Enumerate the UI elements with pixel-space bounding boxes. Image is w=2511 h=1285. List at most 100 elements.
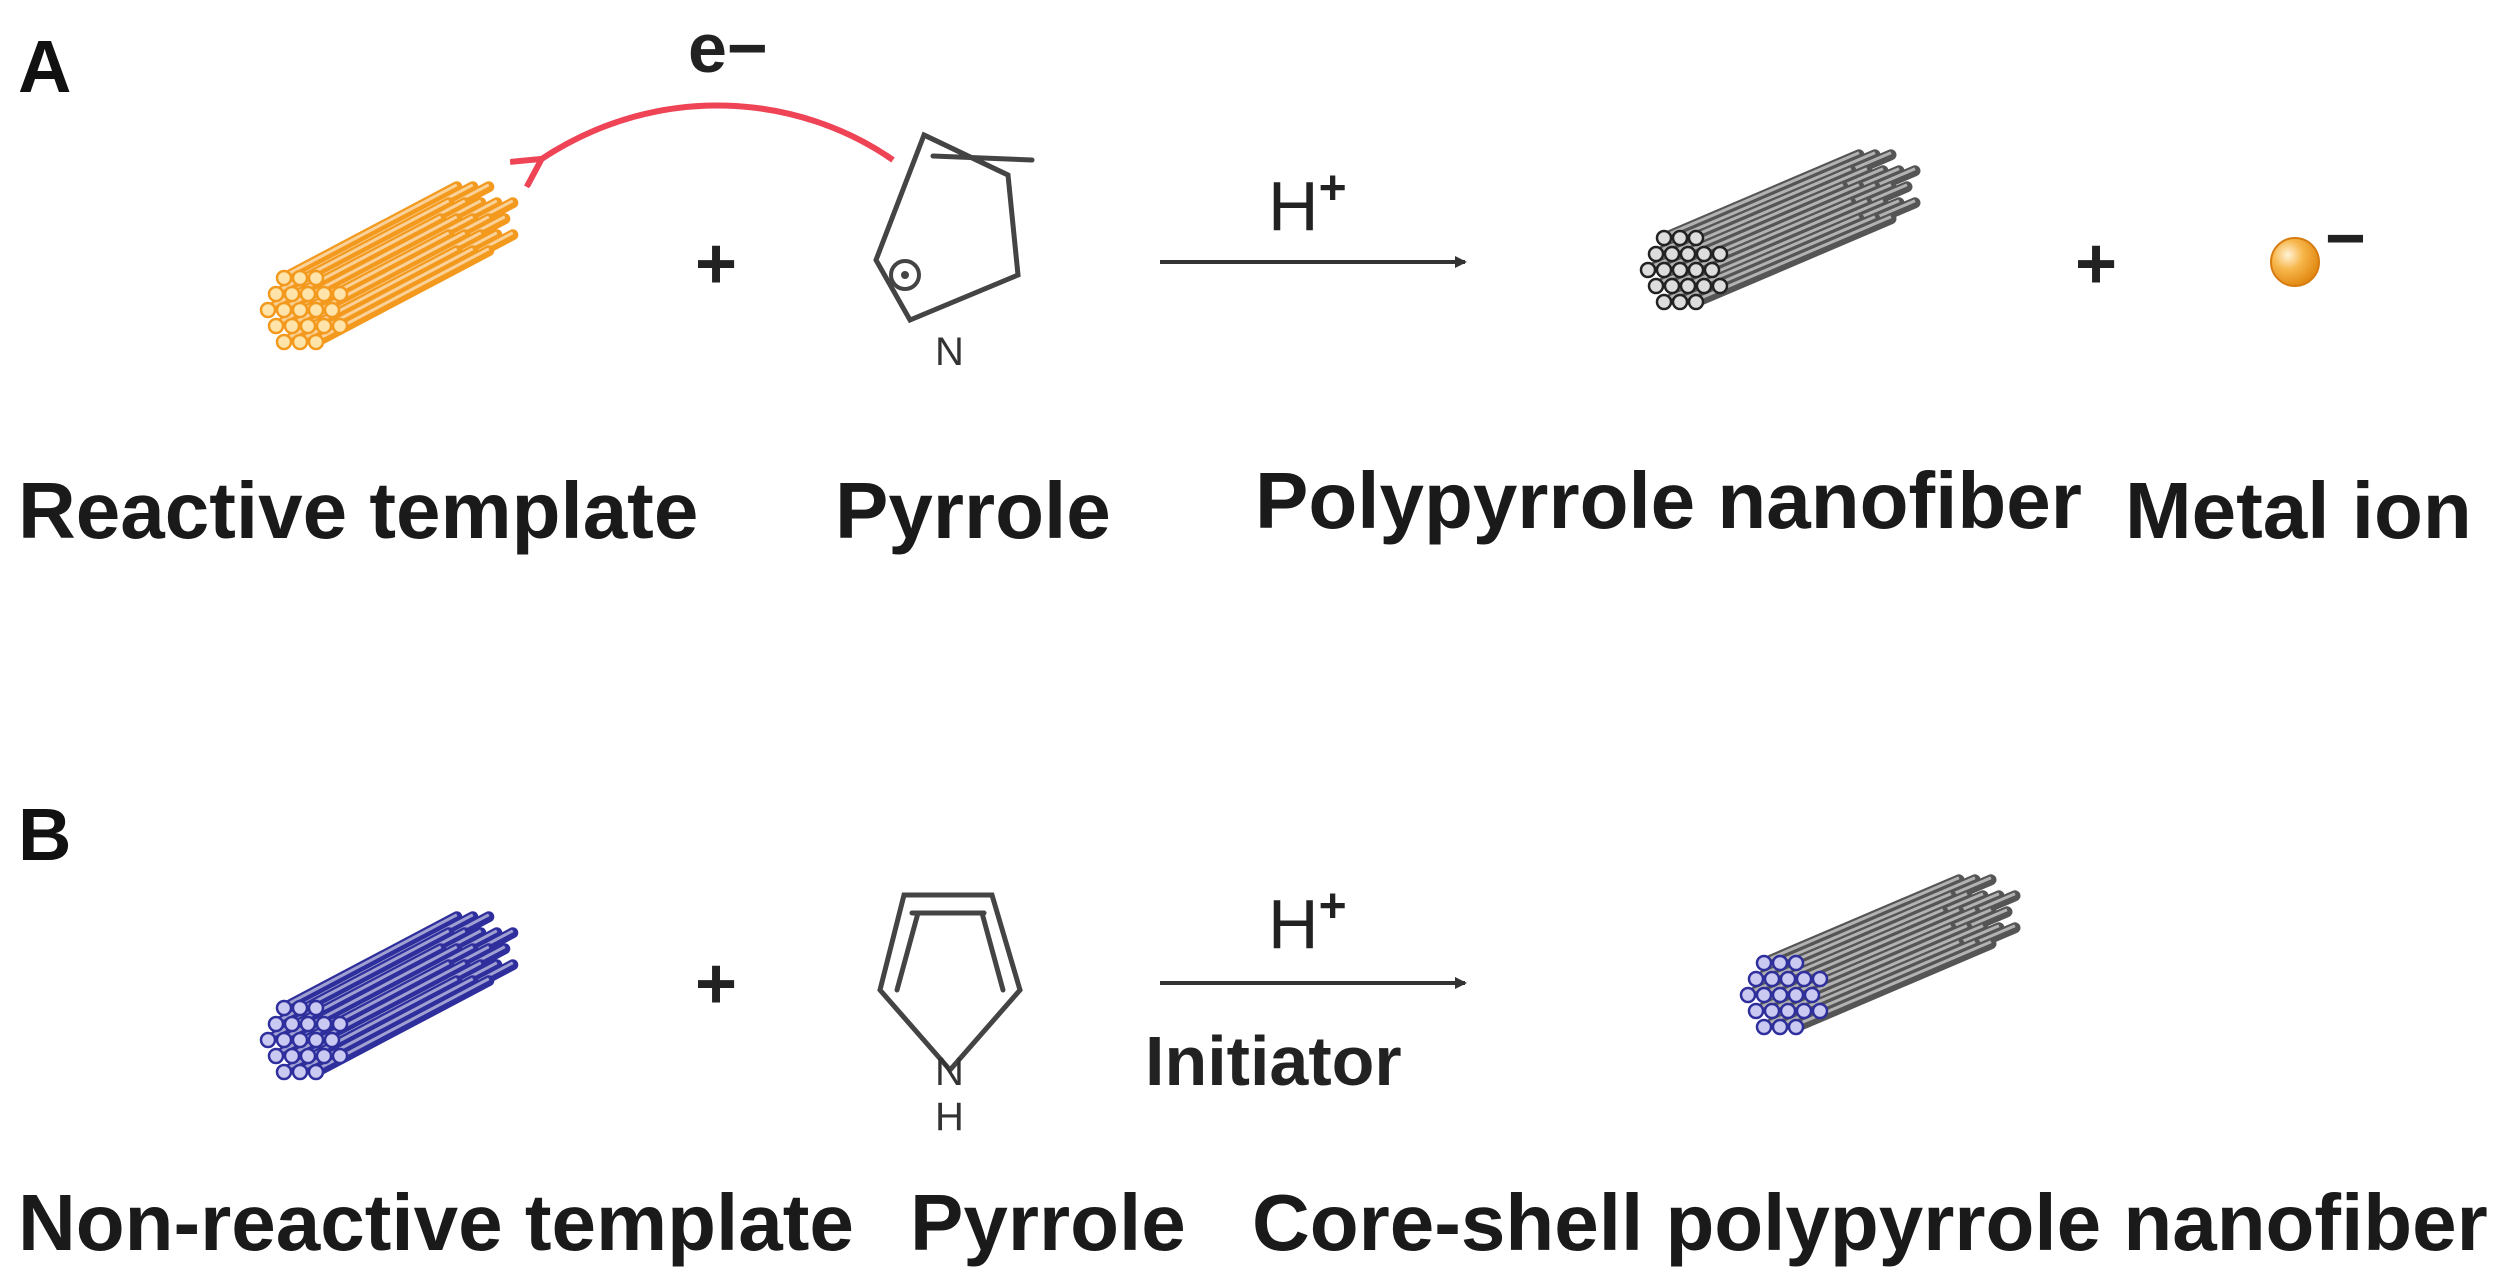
fiber-rod-highlight <box>1687 199 1884 286</box>
fiber-end-cap <box>331 1015 349 1033</box>
fiber-end-cap <box>299 285 317 303</box>
label-metal-ion: Metal ion <box>2125 466 2472 555</box>
fiber-rod-highlight <box>283 913 458 1008</box>
fiber-end-cap <box>283 317 301 335</box>
fiber-end-cap <box>1779 970 1797 988</box>
fiber-end-cap <box>1679 245 1697 263</box>
label-reactive-template: Reactive template <box>18 466 698 555</box>
polypyrrole-nanofiber-icon <box>1639 149 1921 311</box>
pyrrole-nitrogen-label: N <box>935 330 964 374</box>
fiber-end-cap <box>1771 1018 1789 1036</box>
fiber-rod-highlight <box>1771 892 1968 979</box>
fiber-end-cap <box>1811 1002 1829 1020</box>
fiber-end-cap <box>323 1031 341 1049</box>
fiber-rod-highlight <box>1679 151 1876 238</box>
fiber-end-cap <box>267 1015 285 1033</box>
fiber-end-cap <box>275 999 293 1017</box>
plus-sign-1: + <box>695 224 737 304</box>
acid-plus: + <box>1319 162 1347 215</box>
pyrrole-radical-cation-icon <box>873 131 1035 324</box>
fiber-end-cap <box>1671 293 1689 311</box>
fiber-end-cap <box>1787 954 1805 972</box>
fiber-end-cap <box>1663 277 1681 295</box>
fiber-rod-highlight <box>1795 940 1992 1027</box>
fiber-rod-highlight <box>1779 876 1976 963</box>
metal-ion-icon <box>2270 237 2320 287</box>
fiber-end-cap <box>283 1015 301 1033</box>
fiber-end-cap <box>1687 229 1705 247</box>
fiber-end-cap <box>1695 277 1713 295</box>
fiber-rod-highlight <box>1787 924 1984 1011</box>
metal-ion-charge: − <box>2325 199 2366 277</box>
fiber-end-cap <box>1739 986 1757 1004</box>
acid-condition-b: H+ <box>1268 880 1347 964</box>
fiber-rod <box>1758 874 1965 969</box>
fiber-end-cap <box>315 1047 333 1065</box>
fiber-end-cap <box>267 317 285 335</box>
plus-sign-2: + <box>2075 224 2117 304</box>
fiber-end-cap <box>1703 261 1721 279</box>
fiber-end-cap <box>283 1047 301 1065</box>
fiber-end-cap <box>1687 293 1705 311</box>
acid-h: H <box>1268 167 1319 245</box>
fiber-end-cap <box>331 285 349 303</box>
fiber-rod <box>1658 149 1865 244</box>
fiber-rod-highlight <box>1695 215 1892 302</box>
fiber-end-cap <box>1747 1002 1765 1020</box>
fiber-end-cap <box>331 317 349 335</box>
fiber-end-cap <box>1655 293 1673 311</box>
fiber-rod <box>1790 938 1997 1033</box>
fiber-end-cap <box>299 317 317 335</box>
fiber-end-cap <box>323 301 341 319</box>
fiber-end-cap <box>1755 986 1773 1004</box>
acid-plus-b: + <box>1319 880 1347 933</box>
fiber-end-cap <box>1647 277 1665 295</box>
fiber-rod <box>1690 213 1897 308</box>
label-pyrrole-a: Pyrrole <box>835 466 1111 555</box>
fiber-end-cap <box>267 285 285 303</box>
fiber-end-cap <box>291 999 309 1017</box>
fiber-end-cap <box>1747 970 1765 988</box>
fiber-end-cap <box>307 269 325 287</box>
panel-b-letter: B <box>18 793 71 876</box>
fiber-end-cap <box>1679 277 1697 295</box>
fiber-end-cap <box>1787 1018 1805 1036</box>
fiber-end-cap <box>1811 970 1829 988</box>
plus-sign-b: + <box>695 944 737 1024</box>
fiber-rod-highlight <box>1671 167 1868 254</box>
fiber-end-cap <box>307 333 325 351</box>
acid-condition-a: H+ <box>1268 162 1347 246</box>
fiber-end-cap <box>1779 1002 1797 1020</box>
fiber-end-cap <box>1647 245 1665 263</box>
fiber-end-cap <box>1771 986 1789 1004</box>
electron-label: e− <box>688 9 768 87</box>
fiber-end-cap <box>291 269 309 287</box>
panel-b: B + N H H+ Initiator Non-reactive templa… <box>18 793 2488 1267</box>
pyrrole-nitrogen-label-b: N <box>935 1050 964 1094</box>
fiber-end-cap <box>1795 970 1813 988</box>
fiber-end-cap <box>307 1063 325 1081</box>
fiber-end-cap <box>1711 245 1729 263</box>
fiber-end-cap <box>1671 261 1689 279</box>
fiber-end-cap <box>307 301 325 319</box>
non-reactive-template-icon <box>259 911 519 1081</box>
fiber-end-cap <box>1655 261 1673 279</box>
fiber-rod-highlight <box>283 183 458 278</box>
pyrrole-hydrogen-label-b: H <box>935 1095 964 1139</box>
fiber-end-cap <box>275 269 293 287</box>
fiber-end-cap <box>307 999 325 1017</box>
fiber-rod <box>278 911 463 1014</box>
panel-a-letter: A <box>18 25 71 108</box>
fiber-end-cap <box>1763 1002 1781 1020</box>
fiber-end-cap <box>291 1063 309 1081</box>
fiber-end-cap <box>259 1031 277 1049</box>
fiber-end-cap <box>1687 261 1705 279</box>
fiber-rod <box>278 181 463 284</box>
fiber-end-cap <box>1639 261 1657 279</box>
fiber-end-cap <box>1787 986 1805 1004</box>
fiber-end-cap <box>259 301 277 319</box>
fiber-end-cap <box>1695 245 1713 263</box>
fiber-end-cap <box>307 1031 325 1049</box>
core-shell-nanofiber-icon <box>1739 874 2021 1036</box>
fiber-end-cap <box>1663 245 1681 263</box>
